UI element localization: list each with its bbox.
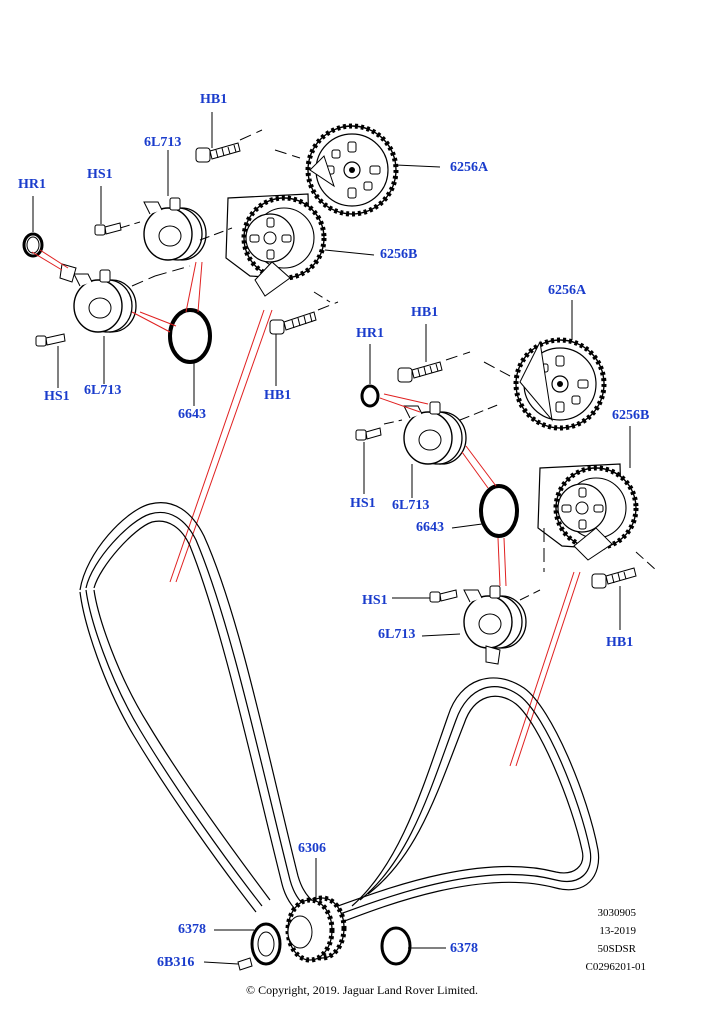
callout-hb1[interactable]: HB1 [200, 92, 228, 107]
callout-6378[interactable]: 6378 [178, 922, 206, 937]
reference-number: 3030905 [597, 907, 637, 919]
screw-hs1-lower-right [429, 589, 458, 603]
callout-hs1[interactable]: HS1 [44, 389, 70, 404]
key-6b316 [237, 957, 253, 971]
bolt-hb1-mid [269, 311, 317, 335]
red-leaders-right [379, 393, 581, 767]
screw-hs1-upper [94, 222, 122, 236]
callout-6l713[interactable]: 6L713 [378, 627, 416, 642]
screw-hs1-left [35, 333, 66, 347]
callout-6306[interactable]: 6306 [298, 841, 326, 856]
solenoid-6l713-lower-right [463, 585, 527, 649]
illustration-id: C0296201-01 [585, 961, 647, 973]
solenoid-6l713-upper [143, 197, 207, 261]
reference-date: 13-2019 [599, 925, 636, 937]
callout-hb1[interactable]: HB1 [264, 388, 292, 403]
callout-hs1[interactable]: HS1 [362, 593, 388, 608]
callout-6256b[interactable]: 6256B [612, 408, 650, 423]
timing-belts [79, 502, 600, 925]
bolt-hb1-upper [195, 142, 241, 163]
ring-hr1-right [360, 384, 380, 408]
callout-hr1[interactable]: HR1 [18, 177, 46, 192]
copyright-notice: © Copyright, 2019. Jaguar Land Rover Lim… [245, 983, 479, 997]
solenoid-6l713-left [73, 269, 137, 333]
callout-hb1[interactable]: HB1 [606, 635, 634, 650]
callout-hs1[interactable]: HS1 [87, 167, 113, 182]
callout-6256a[interactable]: 6256A [450, 160, 489, 175]
callout-6643[interactable]: 6643 [416, 520, 444, 535]
oring-6643-upper [168, 308, 212, 364]
red-leaders-upper [31, 249, 273, 583]
callout-hr1[interactable]: HR1 [356, 326, 384, 341]
callout-6643[interactable]: 6643 [178, 407, 206, 422]
washer-6378-left [250, 922, 282, 966]
oring-6643-right [479, 484, 519, 538]
callout-hb1[interactable]: HB1 [411, 305, 439, 320]
callout-6256b[interactable]: 6256B [380, 247, 418, 262]
callout-6l713[interactable]: 6L713 [144, 135, 182, 150]
callout-6b316[interactable]: 6B316 [157, 955, 195, 970]
callout-6l713[interactable]: 6L713 [84, 383, 122, 398]
solenoid-6l713-right [403, 401, 467, 465]
bolt-hb1-lower-right [591, 567, 637, 589]
bolt-hb1-right-upper [397, 361, 443, 383]
screw-hs1-right [355, 427, 382, 441]
callout-6256a[interactable]: 6256A [548, 283, 587, 298]
callout-6378[interactable]: 6378 [450, 941, 478, 956]
crank-sprocket-6306 [285, 895, 347, 963]
callout-6l713[interactable]: 6L713 [392, 498, 430, 513]
washer-6378-right [380, 926, 412, 966]
reference-code: 50SDSR [597, 943, 636, 955]
callout-hs1[interactable]: HS1 [350, 496, 376, 511]
